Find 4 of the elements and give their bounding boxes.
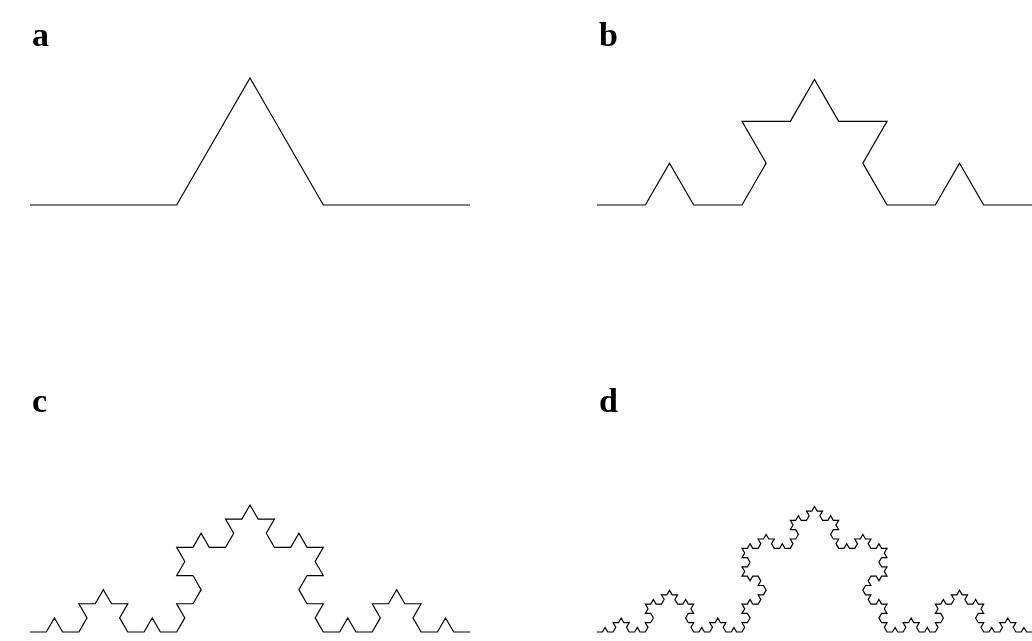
panel-label: b bbox=[599, 18, 618, 52]
panel-label: a bbox=[32, 18, 49, 52]
panel-label: c bbox=[32, 384, 48, 418]
panel-label: d bbox=[599, 384, 618, 418]
